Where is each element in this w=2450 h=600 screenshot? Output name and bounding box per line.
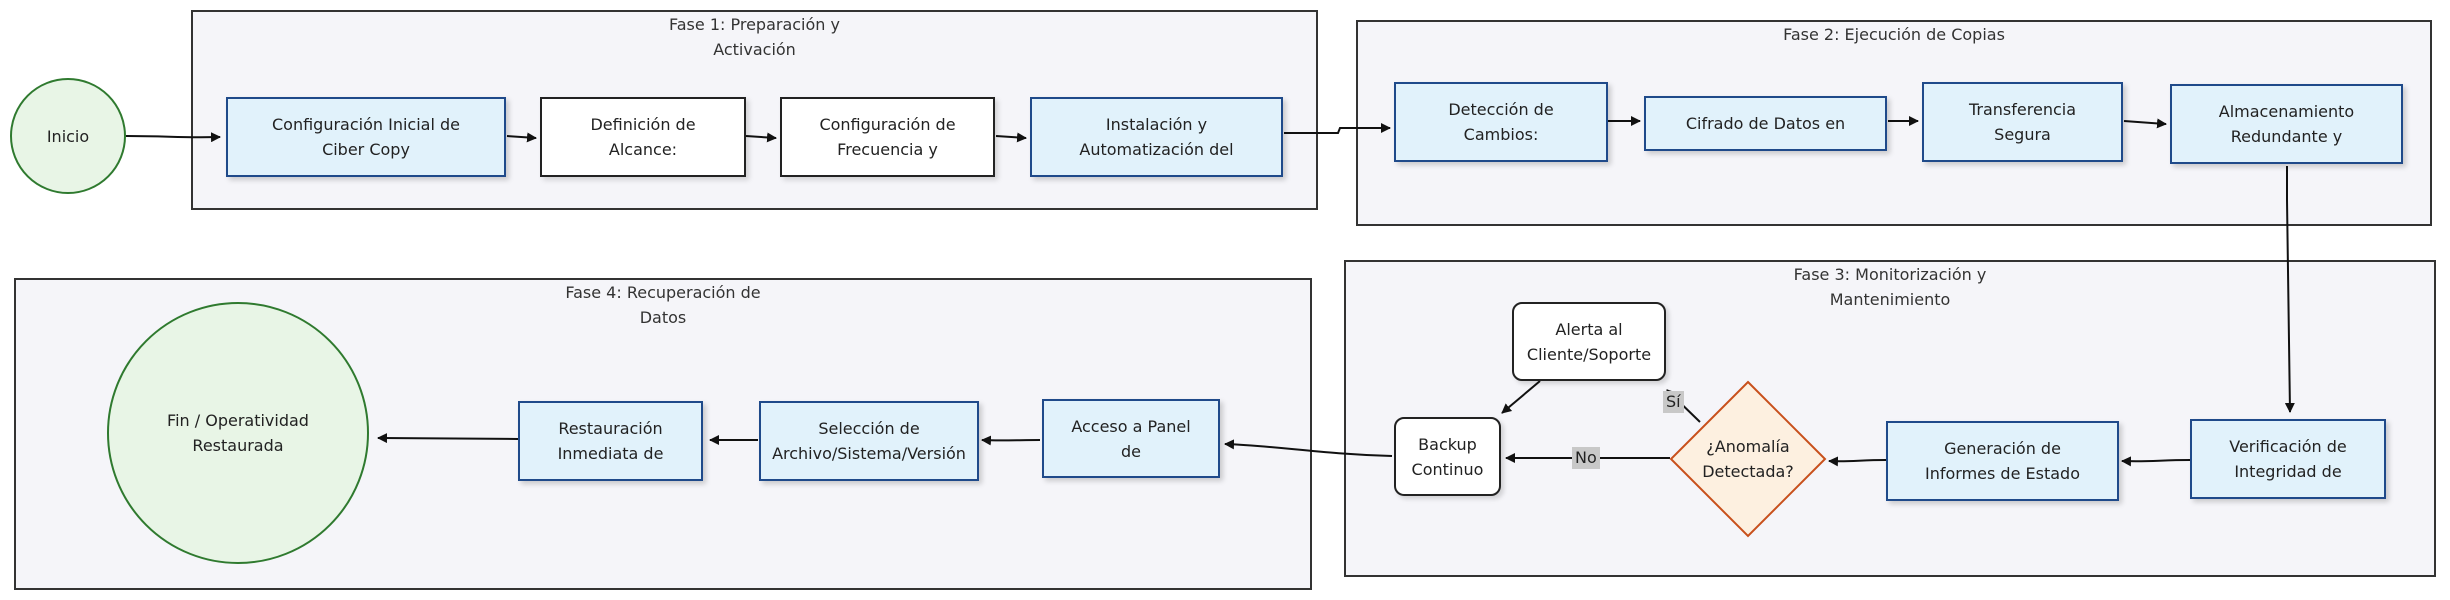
- generacion-informes-node: Generación de Informes de Estado: [1886, 421, 2119, 501]
- phase-2-title: Fase 2: Ejecución de Copias: [1783, 25, 2005, 44]
- restauracion-node: Restauración Inmediata de: [518, 401, 703, 481]
- end-node: Fin / Operatividad Restaurada: [107, 302, 369, 564]
- start-node: Inicio: [10, 78, 126, 194]
- edge-label-no: No: [1572, 447, 1600, 469]
- decision-diamond-shape: [1669, 380, 1827, 538]
- anomalia-label: ¿Anomalía Detectada?: [1702, 437, 1794, 481]
- phase-3-title: Fase 3: Monitorización y Mantenimiento: [1793, 265, 1987, 309]
- deteccion-cambios-node: Detección de Cambios:: [1394, 82, 1608, 162]
- config-inicial-node: Configuración Inicial de Ciber Copy: [226, 97, 506, 177]
- cifrado-datos-node: Cifrado de Datos en: [1644, 96, 1887, 151]
- transferencia-segura-node: Transferencia Segura: [1922, 82, 2123, 162]
- seleccion-archivo-node: Selección de Archivo/Sistema/Versión: [759, 401, 979, 481]
- instalacion-node: Instalación y Automatización del: [1030, 97, 1283, 177]
- edge-label-si: Sí: [1663, 391, 1684, 413]
- anomalia-decision-node: ¿Anomalía Detectada?: [1667, 378, 1829, 540]
- definicion-alcance-node: Definición de Alcance:: [540, 97, 746, 177]
- verificacion-integridad-node: Verificación de Integridad de: [2190, 419, 2386, 499]
- phase-1-title: Fase 1: Preparación y Activación: [669, 15, 840, 59]
- backup-continuo-node: Backup Continuo: [1394, 417, 1501, 496]
- phase-4-title: Fase 4: Recuperación de Datos: [565, 283, 761, 327]
- config-frecuencia-node: Configuración de Frecuencia y: [780, 97, 995, 177]
- alerta-cliente-node: Alerta al Cliente/Soporte: [1512, 302, 1666, 381]
- almacenamiento-node: Almacenamiento Redundante y: [2170, 84, 2403, 164]
- acceso-panel-node: Acceso a Panel de: [1042, 399, 1220, 478]
